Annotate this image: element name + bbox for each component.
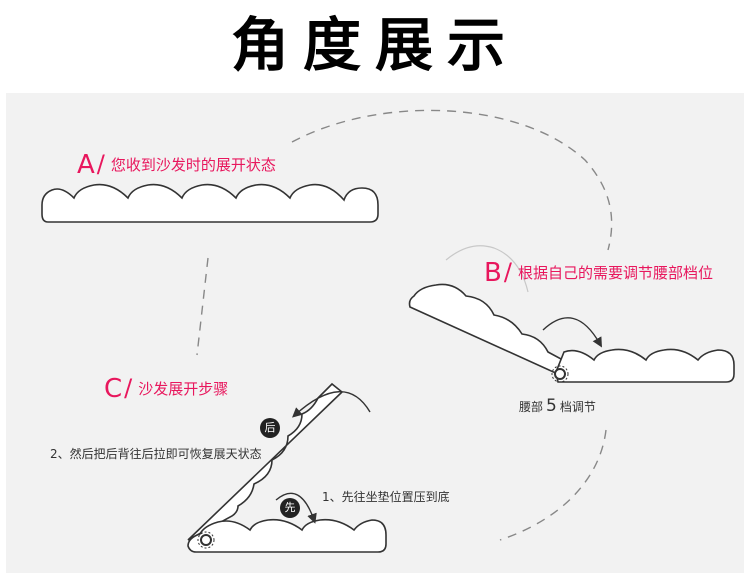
instruction-step2: 2、然后把后背往后拉即可恢复展天状态	[50, 447, 262, 461]
badge-after	[260, 418, 280, 438]
sofa-folded	[187, 382, 387, 553]
badge-first	[280, 498, 300, 518]
diagram-panel	[6, 93, 744, 573]
sofa-reclined	[408, 245, 735, 383]
dashed-connector	[196, 109, 613, 541]
step-c-label: C/沙发展开步骤	[104, 374, 229, 404]
sofa-flat	[41, 183, 379, 223]
step-a-label: A/您收到沙发时的展开状态	[77, 150, 276, 180]
badge-first-text: 先	[284, 501, 296, 514]
step-b-label: B/根据自己的需要调节腰部档位	[484, 258, 713, 288]
page-title: 角度展示	[230, 11, 519, 79]
badge-after-text: 后	[264, 421, 276, 434]
instruction-step1: 1、先往坐垫位置压到底	[322, 490, 450, 504]
